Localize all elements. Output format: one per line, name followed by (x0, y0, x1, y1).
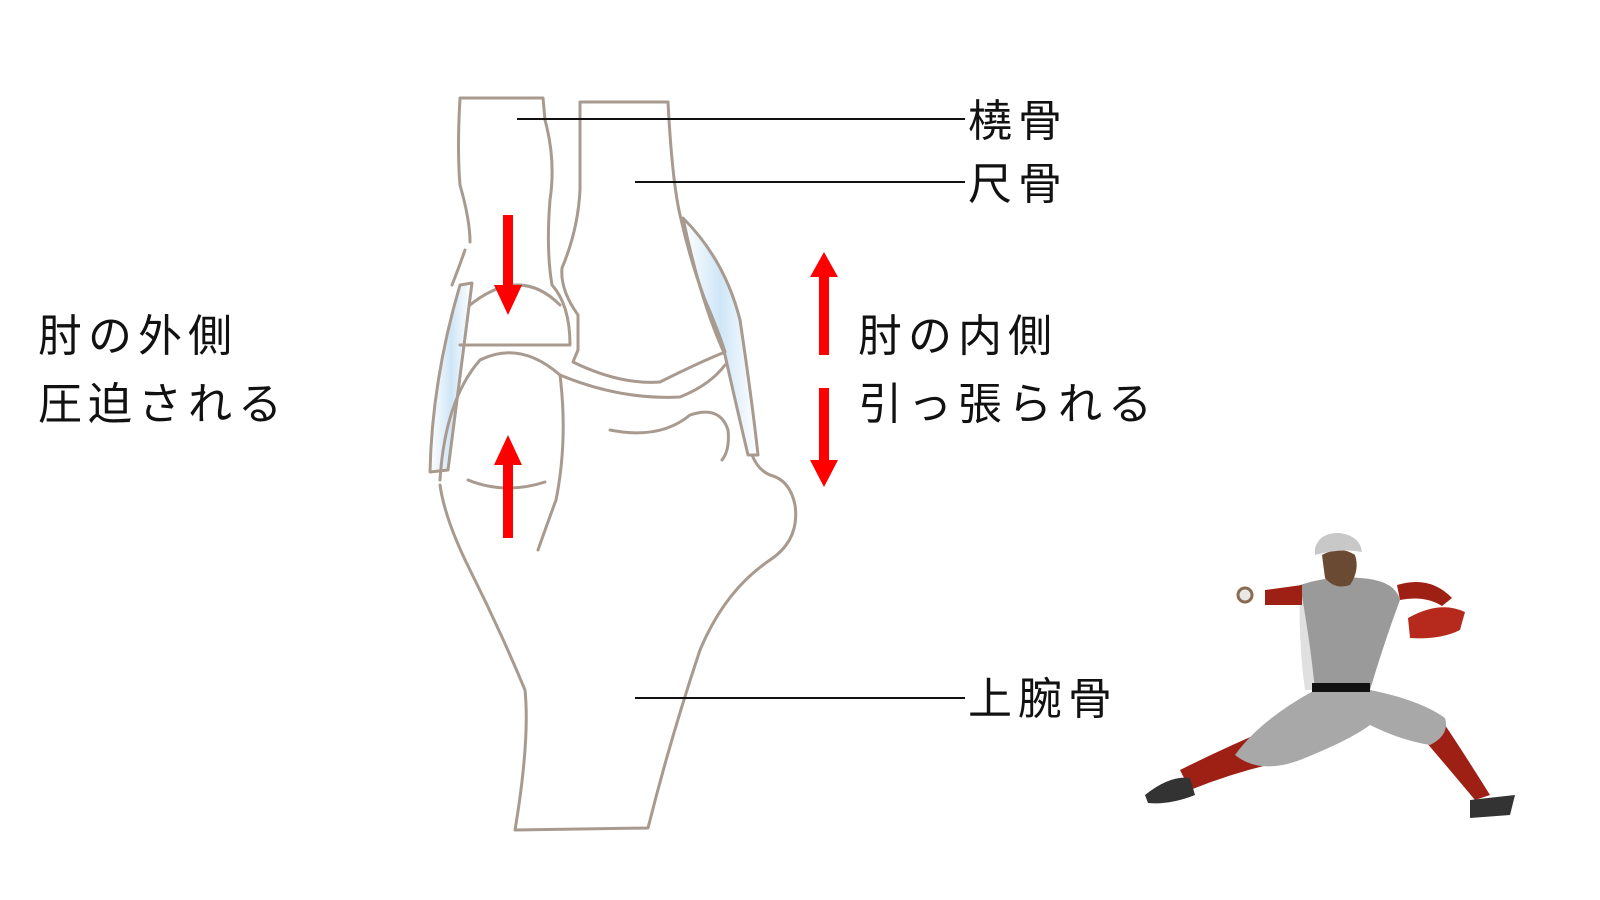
medial-elbow-title: 肘の内側 (858, 311, 1058, 362)
compression-arrow-up-icon (494, 435, 522, 538)
compression-arrow-down-icon (494, 215, 522, 315)
capitulum-edge (536, 373, 565, 552)
baseball-pitcher-illustration (1145, 532, 1515, 818)
lateral-ligament (428, 281, 474, 474)
trochlea-curve (608, 410, 730, 462)
lateral-elbow-title: 肘の外側 (38, 311, 238, 362)
humerus-label: 上腕骨 (968, 674, 1118, 725)
ulna-bone (560, 100, 727, 384)
medial-elbow-description: 引っ張られる (858, 379, 1158, 430)
radius-label: 橈骨 (968, 96, 1068, 147)
tension-arrow-up-icon (810, 252, 838, 355)
tension-arrow-down-icon (810, 388, 838, 487)
ulna-label: 尺骨 (968, 159, 1068, 210)
radius-bone (450, 96, 572, 347)
lateral-elbow-description: 圧迫される (38, 379, 288, 430)
